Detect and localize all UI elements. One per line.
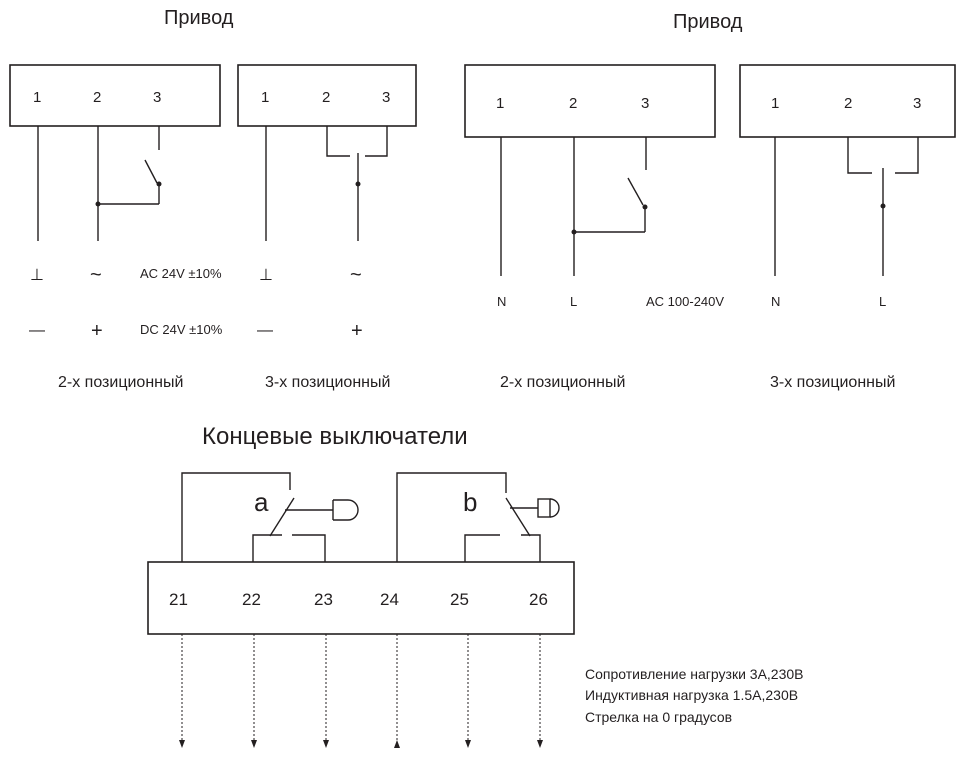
junction-dot (642, 204, 648, 210)
switch-contact (627, 177, 644, 206)
junction-dot (95, 201, 101, 207)
switch-b-roller (549, 498, 560, 518)
switch-b-no (521, 534, 541, 562)
wire-label-l: L (570, 294, 577, 309)
terminal-3: 3 (382, 89, 390, 106)
caption-3pos: 3-х позиционный (265, 374, 390, 391)
terminal-3: 3 (913, 95, 921, 112)
note-load-resistance: Сопротивление нагрузки 3А,230В (585, 666, 804, 682)
ground-symbol: ⊥ (259, 267, 273, 284)
terminal-2: 2 (844, 95, 852, 112)
drive-right-3pos-block: 1 2 3 N L (739, 64, 956, 309)
wire-3 (365, 126, 388, 157)
switch-b-nc (464, 534, 500, 562)
switch-b-label: b (463, 487, 477, 517)
terminal-23: 23 (314, 590, 333, 609)
tilde-symbol: ~ (90, 264, 102, 286)
terminal-2: 2 (322, 89, 330, 106)
ground-symbol: ⊥ (30, 267, 44, 284)
drive-left-title: Привод (164, 7, 234, 29)
terminal-2: 2 (93, 89, 101, 106)
drive-left-3pos-block: 1 2 3 (237, 64, 417, 241)
voltage-label: AC 100-240V (646, 294, 724, 309)
arrow-down-22 (251, 740, 257, 748)
switch-contact (144, 159, 158, 184)
terminal-2: 2 (569, 95, 577, 112)
drive-right-title: Привод (673, 11, 743, 33)
dc-voltage-label: DC 24V ±10% (140, 322, 223, 337)
limit-terminal-block (147, 561, 575, 635)
terminal-1: 1 (496, 95, 504, 112)
limit-switch-assembly: a b 21 22 23 24 25 26 (147, 472, 575, 748)
wire-label-l: L (879, 294, 886, 309)
arrow-down-23 (323, 740, 329, 748)
junction-dot (156, 181, 162, 187)
switch-a-no (292, 534, 326, 562)
note-arrow-zero: Стрелка на 0 градусов (585, 709, 732, 725)
drive-left-2pos-block: 1 2 3 (9, 64, 221, 241)
wire-2 (326, 126, 350, 157)
wire-label-n: N (771, 294, 780, 309)
terminal-25: 25 (450, 590, 469, 609)
tilde-symbol: ~ (350, 264, 362, 286)
switch-a-housing (181, 472, 291, 562)
limit-switches-title: Концевые выключатели (202, 423, 468, 450)
junction-dot (355, 181, 361, 187)
note-inductive-load: Индуктивная нагрузка 1.5А,230В (585, 687, 798, 703)
wire-2 (847, 137, 872, 174)
junction-dot (571, 229, 577, 235)
caption-3pos: 3-х позиционный (770, 374, 895, 391)
arrow-down-25 (465, 740, 471, 748)
switch-a-contact (269, 497, 295, 537)
junction-dot (880, 203, 886, 209)
minus-symbol: — (29, 322, 45, 339)
terminal-21: 21 (169, 590, 188, 609)
terminal-box (9, 64, 221, 127)
switch-a-label: a (254, 487, 269, 517)
caption-2pos: 2-х позиционный (500, 374, 625, 391)
arrow-down-26 (537, 740, 543, 748)
arrow-up-24 (394, 740, 400, 748)
terminal-1: 1 (33, 89, 41, 106)
terminal-1: 1 (261, 89, 269, 106)
terminal-3: 3 (641, 95, 649, 112)
terminal-box (464, 64, 716, 138)
terminal-3: 3 (153, 89, 161, 106)
switch-a-nc (252, 534, 282, 562)
terminal-1: 1 (771, 95, 779, 112)
minus-symbol: — (257, 322, 273, 339)
terminal-22: 22 (242, 590, 261, 609)
terminal-26: 26 (529, 590, 548, 609)
switch-b-roller (537, 498, 551, 518)
plus-symbol: + (91, 320, 103, 342)
arrow-down-21 (179, 740, 185, 748)
wire-label-n: N (497, 294, 506, 309)
switch-b-contact (505, 497, 531, 537)
wire-3 (895, 137, 919, 174)
switch-b-housing (396, 472, 507, 562)
ac-voltage-label: AC 24V ±10% (140, 266, 222, 281)
caption-2pos: 2-х позиционный (58, 374, 183, 391)
drive-right-2pos-block: 1 2 3 N L AC 100-240V (464, 64, 724, 309)
switch-a-roller (333, 499, 359, 521)
plus-symbol: + (351, 320, 363, 342)
terminal-24: 24 (380, 590, 399, 609)
